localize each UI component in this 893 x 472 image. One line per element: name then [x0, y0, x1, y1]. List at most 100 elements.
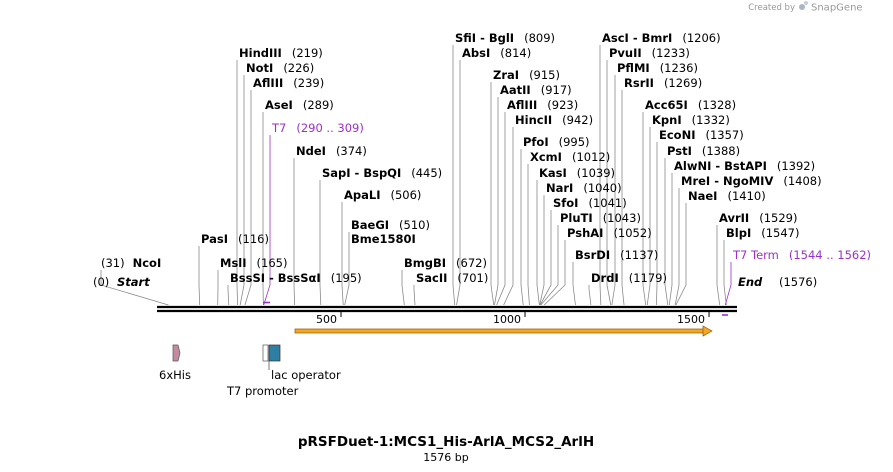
cut-site-label: NotI(226) [246, 61, 314, 75]
map-length: 1576 bp [423, 451, 468, 464]
cut-site-leader [494, 97, 499, 306]
cut-site-label: KpnI (1332) [652, 113, 730, 127]
cut-site-leader [413, 285, 416, 306]
cut-site-name: MreI - NgoMIV [681, 174, 773, 188]
cut-site-position: (374) [336, 144, 367, 158]
cut-site-leader [520, 149, 524, 306]
cut-site-label: PasI(116) [201, 232, 269, 246]
cut-site-position: (672) [456, 256, 487, 270]
cut-site-label: PflMI(1236) [617, 61, 698, 75]
his-tag-label: 6xHis [159, 368, 191, 382]
cut-site-position: (917) [541, 83, 572, 97]
cut-site-leader [588, 285, 592, 306]
cut-site-name: SfiI - BglI [455, 31, 514, 45]
cut-site-position: (942) [562, 113, 593, 127]
cut-site-label: PfoI(995) [523, 135, 590, 149]
cut-site-label: AatII(917) [500, 83, 572, 97]
cut-site-leader [456, 60, 461, 306]
cut-site-label: BaeGI(510) [351, 218, 430, 232]
cut-site-label: AseI(289) [265, 98, 334, 112]
cut-site-name: PasI [201, 232, 228, 246]
cut-site-leader [724, 262, 732, 306]
cut-site-leader [621, 90, 625, 306]
cut-site-leader [646, 127, 651, 306]
cut-site-position: (1179) [629, 271, 667, 285]
cut-site-position: (1410) [727, 189, 765, 203]
cut-site-leader [611, 75, 616, 306]
cut-site-position: (1052) [613, 226, 651, 240]
cut-site-position: (1206) [682, 31, 720, 45]
feature-name: T7 [271, 121, 286, 135]
cut-site-leader [319, 180, 322, 306]
cut-site-label: AvrII(1529) [719, 211, 797, 225]
cut-site-position: (1137) [620, 248, 658, 262]
cut-site-name: ZraI [493, 68, 519, 82]
cut-site-label: BssSI - BssSαI(195) [230, 271, 362, 285]
cut-site-position: (239) [293, 76, 324, 90]
cut-site-name: PflMI [617, 61, 650, 75]
cut-site-position: (1332) [692, 113, 730, 127]
cut-site-label: ApaLI(506) [344, 188, 421, 202]
cut-site-label: MreI - NgoMIV(1408) [681, 174, 822, 188]
cut-site-position: (814) [500, 46, 531, 60]
cut-site-label: MslI(165) [220, 256, 287, 270]
cut-site-leader [100, 270, 169, 306]
cut-site-position: (289) [303, 98, 334, 112]
cut-site-leader [539, 210, 552, 306]
cut-site-label: KasI(1039) [539, 166, 615, 180]
lac-operator-label: lac operator [271, 368, 341, 382]
cut-site-leader [642, 112, 647, 306]
cut-site-name: PfoI [523, 135, 549, 149]
cut-site-leader [606, 60, 612, 306]
cut-site-name: DrdI [591, 271, 619, 285]
cut-site-leader [539, 195, 545, 306]
cut-site-leader [723, 240, 727, 306]
cut-site-leader [198, 246, 201, 306]
cut-site-label: AflIII(239) [253, 76, 324, 90]
cut-site-name: AlwNI - BstAPI [674, 159, 767, 173]
cut-site-name: Acc65I [645, 98, 688, 112]
cut-site-label: PstI(1388) [667, 144, 740, 158]
cut-site-label: HincII(942) [515, 113, 593, 127]
cut-site-name: MslI [220, 256, 247, 270]
cut-site-leader [401, 270, 405, 306]
cut-site-name: EcoNI [659, 128, 695, 142]
cut-site-label: PvuII(1233) [609, 46, 690, 60]
cut-site-name: SfoI [553, 196, 578, 210]
end-label: End [738, 275, 763, 289]
scale-tick-label: 1500 [677, 313, 705, 326]
cut-site-position: (506) [391, 188, 422, 202]
cut-site-name: NdeI [296, 144, 326, 158]
cut-site-position: (1039) [577, 166, 615, 180]
cut-site-position: (701) [457, 271, 488, 285]
cut-site-position: (1388) [702, 144, 740, 158]
cut-site-name: BmgBI [404, 256, 446, 270]
cut-site-name: AvrII [719, 211, 749, 225]
cut-site-label: NdeI (374) [296, 144, 367, 158]
cut-site-name: PvuII [609, 46, 642, 60]
cut-site-label: ZraI(915) [493, 68, 560, 82]
cut-site-leader [536, 180, 540, 306]
feature-position: (1544 .. 1562) [789, 248, 871, 262]
cut-site-label: NaeI(1410) [688, 189, 766, 203]
cut-site-position: (1269) [664, 76, 702, 90]
cut-site-leader [452, 45, 456, 306]
lac-operator-feature [268, 344, 281, 362]
cut-site-name: PluTI [560, 211, 593, 225]
cut-site-position: (1041) [588, 196, 626, 210]
cut-site-name: AflIII [507, 98, 537, 112]
cut-site-position: (1357) [705, 128, 743, 142]
cut-site-name: KpnI [652, 113, 682, 127]
created-by-text: Created by [748, 3, 795, 13]
cut-site-label: DrdI (1179) [591, 271, 667, 285]
cut-site-label: AflIII(923) [507, 98, 578, 112]
cut-site-label: SfoI (1041) [553, 196, 627, 210]
cut-site-name: BssSI - BssSαI [230, 271, 321, 285]
snapgene-logo-icon [799, 1, 808, 10]
cut-site-label: SapI - BspQI(445) [322, 166, 442, 180]
cut-site-label: HindIII(219) [239, 46, 323, 60]
cut-site-name: Bme1580I [351, 232, 416, 246]
cut-site-name: BlpI [726, 226, 751, 240]
